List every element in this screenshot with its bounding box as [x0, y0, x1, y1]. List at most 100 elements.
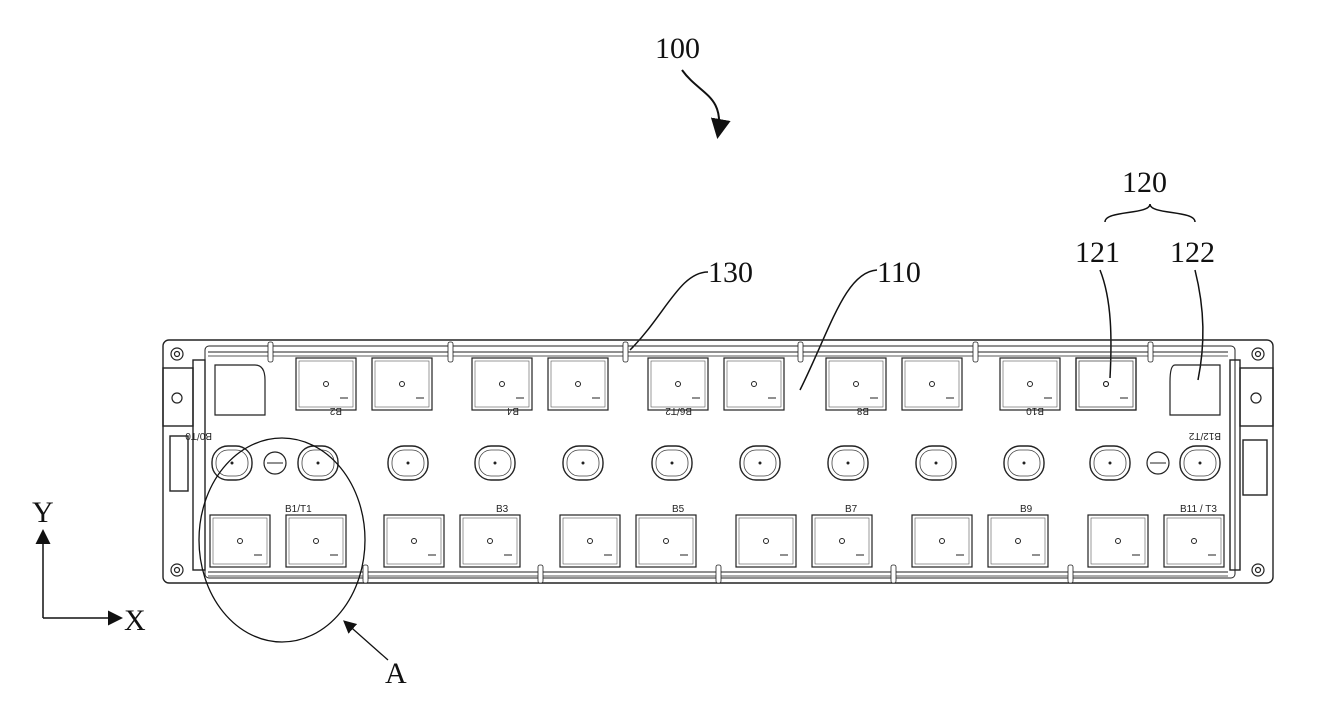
busbar-hole	[752, 382, 757, 387]
vent-oval	[475, 446, 515, 480]
harness-ties	[268, 342, 1153, 583]
busbar	[812, 515, 872, 567]
busbar-hole	[664, 539, 669, 544]
busbar-hole	[1116, 539, 1121, 544]
tie	[623, 342, 628, 362]
vent-dot	[231, 462, 234, 465]
cell-label: B8	[856, 405, 869, 416]
busbar	[636, 515, 696, 567]
busbar-plate	[1088, 515, 1148, 567]
tie	[798, 342, 803, 362]
vent-dot	[847, 462, 850, 465]
busbar-plate	[902, 358, 962, 410]
busbar-inner	[915, 518, 969, 564]
busbar-plate	[648, 358, 708, 410]
leader-121	[1100, 270, 1111, 378]
tie	[716, 565, 721, 583]
busbar-inner	[563, 518, 617, 564]
busbar-plate	[286, 515, 346, 567]
busbar	[296, 358, 356, 410]
vent-oval	[1180, 446, 1220, 480]
vent-dot	[407, 462, 410, 465]
axis-label-x: X	[124, 604, 146, 637]
busbar	[1000, 358, 1060, 410]
cell-label: B2	[329, 405, 342, 416]
vent-dot	[1109, 462, 1112, 465]
vent-oval	[1090, 446, 1130, 480]
tie	[363, 565, 368, 583]
busbar-hole	[764, 539, 769, 544]
cell-label: B11 / T3	[1180, 504, 1217, 515]
busbar-hole	[940, 539, 945, 544]
busbar	[988, 515, 1048, 567]
busbar-inner	[1091, 518, 1145, 564]
busbar	[826, 358, 886, 410]
busbar-hole	[854, 382, 859, 387]
busbar-plate	[460, 515, 520, 567]
vent-dot	[759, 462, 762, 465]
busbar-inner	[815, 518, 869, 564]
busbar-hole	[488, 539, 493, 544]
busbar-plate	[560, 515, 620, 567]
busbar-plate	[296, 358, 356, 410]
busbar-inner	[1003, 361, 1057, 407]
busbar-hole	[314, 539, 319, 544]
busbar	[1164, 515, 1224, 567]
middle-vent-row	[212, 446, 1220, 480]
busbar	[286, 515, 346, 567]
tie	[448, 342, 453, 362]
busbar-inner	[299, 361, 353, 407]
vent-oval	[388, 446, 428, 480]
busbar-plate	[912, 515, 972, 567]
busbar-plate	[548, 358, 608, 410]
busbar-plate	[826, 358, 886, 410]
busbar-plate	[736, 515, 796, 567]
label-121: 121	[1075, 236, 1120, 269]
tie	[1068, 565, 1073, 583]
busbar-plate	[812, 515, 872, 567]
busbar-inner	[1079, 361, 1133, 407]
busbar-hole	[400, 382, 405, 387]
busbar	[902, 358, 962, 410]
tie	[973, 342, 978, 362]
busbar	[384, 515, 444, 567]
busbar-hole	[1104, 382, 1109, 387]
label-122: 122	[1170, 236, 1215, 269]
busbar-plate	[384, 515, 444, 567]
top-busbar-row	[296, 358, 1136, 410]
vent-oval	[740, 446, 780, 480]
busbar-hole	[1016, 539, 1021, 544]
cell-label: B1/T1	[285, 504, 312, 515]
busbar-plate	[472, 358, 532, 410]
vent-dot	[582, 462, 585, 465]
busbar-hole	[840, 539, 845, 544]
busbar	[912, 515, 972, 567]
tie	[1148, 342, 1153, 362]
connector-knob	[1147, 452, 1169, 474]
cell-label: B7	[845, 504, 858, 515]
vent-oval	[298, 446, 338, 480]
busbar-plate	[1076, 358, 1136, 410]
busbar-hole	[500, 382, 505, 387]
busbar-inner	[289, 518, 343, 564]
leader-100	[682, 70, 719, 135]
vent-oval	[652, 446, 692, 480]
tie	[268, 342, 273, 362]
vent-dot	[1023, 462, 1026, 465]
busbar-inner	[1079, 361, 1133, 407]
cell-label: B5	[672, 504, 685, 515]
busbar-hole	[588, 539, 593, 544]
busbar-inner	[1167, 518, 1221, 564]
cell-label: B4	[506, 405, 519, 416]
cell-label: B0/T0	[185, 430, 212, 441]
leader-110	[800, 270, 877, 390]
busbar-inner	[551, 361, 605, 407]
busbar-hole	[324, 382, 329, 387]
busbar	[736, 515, 796, 567]
tie	[891, 565, 896, 583]
busbar	[1076, 358, 1136, 410]
tie	[538, 565, 543, 583]
vent-dot	[671, 462, 674, 465]
busbar-plate	[636, 515, 696, 567]
